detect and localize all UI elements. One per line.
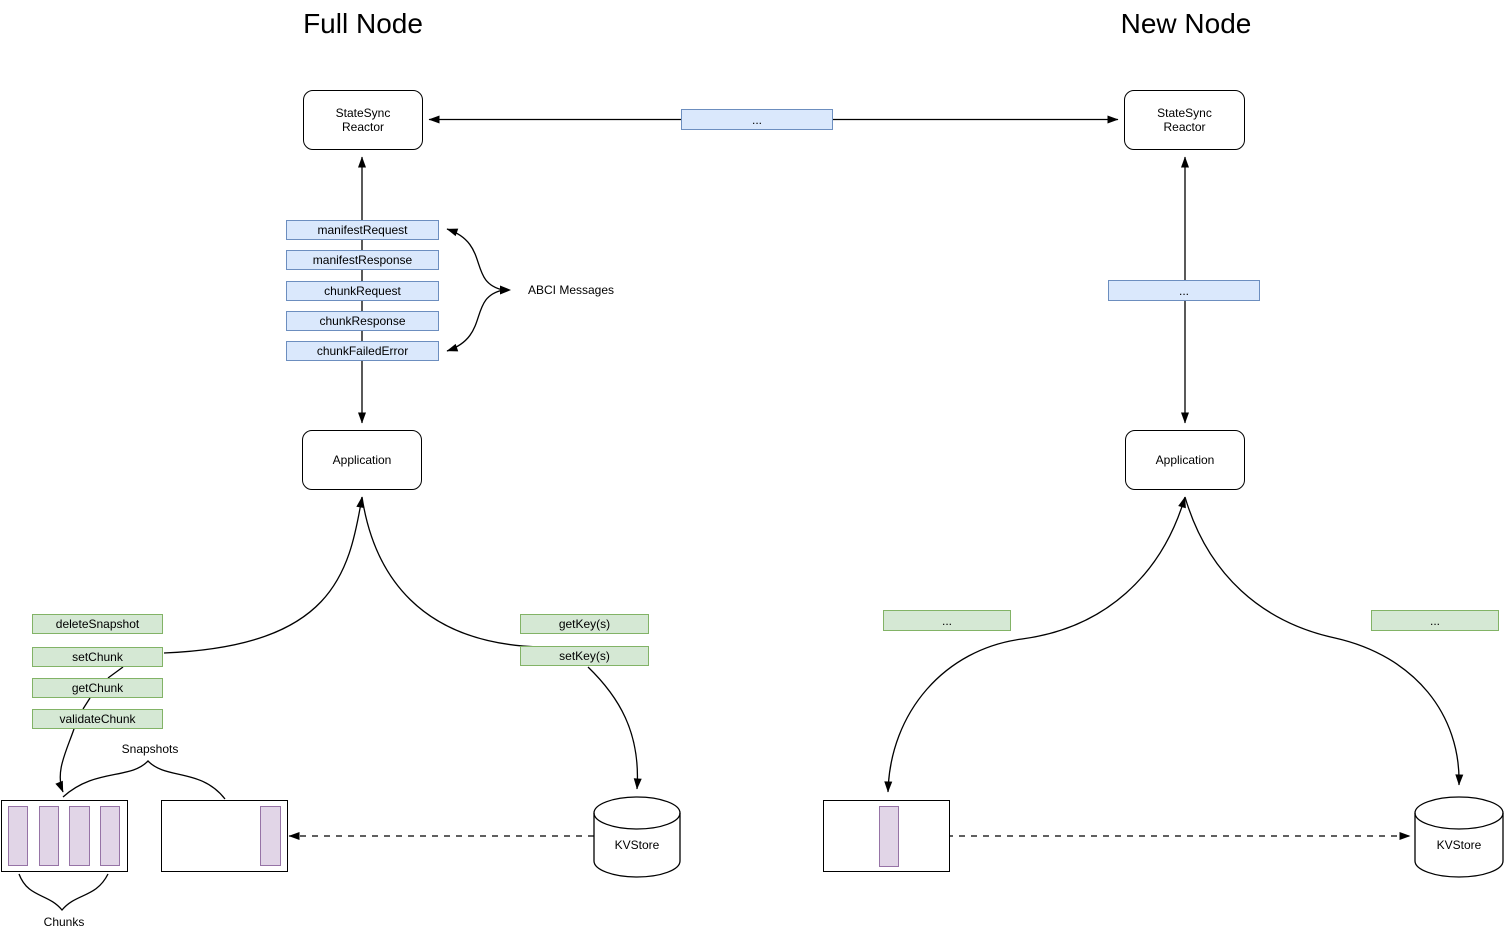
chunk-bar-3 [69,806,90,866]
newnode-application-box: Application [1125,430,1245,490]
abci-brace-upper-curve [446,228,504,291]
newnode-kvstore-cylinder [1414,796,1504,878]
fullnode-statesync-reactor-label: StateSync Reactor [335,106,391,134]
chunks-brace [18,873,109,912]
newnode-statesync-reactor-label: StateSync Reactor [1157,106,1212,134]
getchunk-validatechunk-connector [82,697,91,710]
setkey-to-kvstore-arrow [587,666,642,790]
abci-message-manifestrequest: manifestRequest [286,220,439,240]
snapshots-brace [62,760,226,800]
fullnode-kvstore-cylinder-lid [593,812,681,830]
fullnode-app-to-setkey-curve [361,496,540,648]
fullnode-application-label: Application [332,453,392,467]
abci-messages-label: ABCI Messages [528,283,615,297]
newnode-statesync-reactor-box: StateSync Reactor [1124,90,1245,150]
new-node-title: New Node [1120,8,1252,39]
newnode-key-call-ellipsis-box: ... [1371,610,1499,631]
chunks-label: Chunks [43,915,85,929]
newnode-snapshot-call-ellipsis-box: ... [883,610,1011,631]
newnode-kvstore-label: KVStore [1436,838,1482,852]
newnode-abci-ellipsis-box: ... [1108,280,1260,301]
call-getkey: getKey(s) [520,614,649,634]
newnode-app-to-snapshot-curve [884,496,1186,793]
chunk-bar-4 [100,806,120,866]
fullnode-snapshot-chunk-bar [260,806,281,866]
chunk-bar-2 [39,806,59,866]
call-setkey: setKey(s) [520,646,649,666]
newnode-app-to-kvstore-curve [1184,496,1464,786]
fullnode-kvstore-cylinder [593,796,681,878]
newnode-snapshot-chunk-bar [879,806,899,867]
full-node-title: Full Node [303,8,423,39]
call-validatechunk: validateChunk [32,709,163,729]
call-getchunk: getChunk [32,678,163,698]
fullnode-application-box: Application [302,430,422,490]
newnode-kvstore-cylinder-lid [1414,812,1504,830]
setchunk-getchunk-connector [107,666,124,679]
abci-message-chunkrequest: chunkRequest [286,281,439,301]
abci-message-chunkresponse: chunkResponse [286,311,439,331]
call-setchunk: setChunk [32,647,163,667]
p2p-messages-ellipsis-box: ... [681,109,833,130]
fullnode-statesync-reactor-box: StateSync Reactor [303,90,423,150]
chunk-bar-1 [8,806,28,866]
abci-message-manifestresponse: manifestResponse [286,250,439,270]
newnode-application-label: Application [1155,453,1215,467]
abci-brace-lower-curve [446,289,504,352]
fullnode-app-to-setchunk-curve [163,496,365,654]
abci-brace-arrowhead [500,285,511,295]
abci-message-chunkfailederror: chunkFailedError [286,341,439,361]
snapshots-label: Snapshots [121,742,179,756]
validatechunk-to-chunks-arrow [55,728,75,793]
call-deletesnapshot: deleteSnapshot [32,614,163,634]
fullnode-kvstore-label: KVStore [614,838,660,852]
